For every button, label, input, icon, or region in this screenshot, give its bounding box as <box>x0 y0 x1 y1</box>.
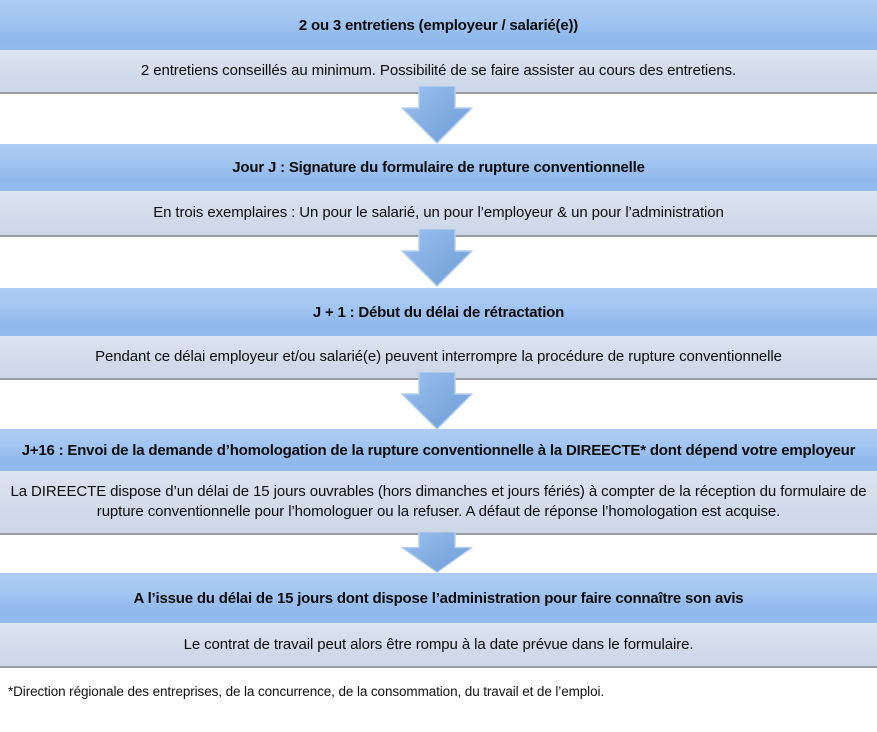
step-2-header-band: Jour J : Signature du formulaire de rupt… <box>0 144 877 191</box>
step-1-header-band: 2 ou 3 entretiens (employeur / salarié(e… <box>0 0 877 50</box>
down-arrow-icon <box>401 372 473 430</box>
step-4-detail-band: La DIREECTE dispose d’un délai de 15 jou… <box>0 471 877 535</box>
step-5-detail-band: Le contrat de travail peut alors être ro… <box>0 623 877 668</box>
step-5-header-band: A l’issue du délai de 15 jours dont disp… <box>0 573 877 623</box>
step-5-header-text: A l’issue du délai de 15 jours dont disp… <box>133 589 744 607</box>
step-2-detail-band: En trois exemplaires : Un pour le salari… <box>0 191 877 237</box>
down-arrow-icon <box>401 86 473 144</box>
footnote-text: *Direction régionale des entreprises, de… <box>8 684 605 699</box>
step-4-header-band: J+16 : Envoi de la demande d’homologatio… <box>0 429 877 471</box>
down-arrow-icon <box>401 229 473 287</box>
step-1-detail-text: 2 entretiens conseillés au minimum. Poss… <box>140 62 737 79</box>
step-5-detail-text: Le contrat de travail peut alors être ro… <box>183 635 694 653</box>
step-3-detail-text: Pendant ce délai employeur et/ou salarié… <box>95 348 782 365</box>
step-3-header-band: J + 1 : Début du délai de rétractation <box>0 288 877 336</box>
step-2-detail-text: En trois exemplaires : Un pour le salari… <box>153 204 724 221</box>
down-arrow-icon <box>401 532 473 573</box>
step-4-header-text: J+16 : Envoi de la demande d’homologatio… <box>21 441 856 459</box>
step-1-header-text: 2 ou 3 entretiens (employeur / salarié(e… <box>298 16 579 34</box>
step-2-header-text: Jour J : Signature du formulaire de rupt… <box>232 159 645 176</box>
step-4-detail-text: La DIREECTE dispose d’un délai de 15 jou… <box>10 483 867 520</box>
step-3-header-text: J + 1 : Début du délai de rétractation <box>312 303 565 321</box>
